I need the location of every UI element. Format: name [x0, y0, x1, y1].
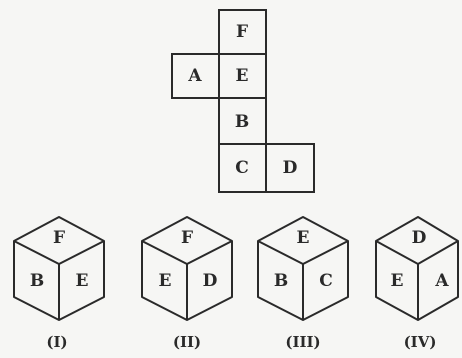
net-face-bottom-right: [265, 143, 315, 193]
cube-4-left-letter: E: [391, 271, 404, 291]
cube-1-left-letter: B: [30, 271, 44, 291]
net-letter-bottom-right: D: [283, 158, 298, 178]
net-letter-left: A: [187, 66, 202, 86]
cube-4-top-letter: D: [412, 228, 427, 248]
net-letter-top: F: [236, 22, 248, 42]
cube-1-top-letter: F: [53, 228, 65, 248]
cube-3: E B C (III): [257, 216, 349, 351]
cube-1-right-letter: E: [76, 271, 89, 291]
cube-2-top-letter: F: [181, 228, 193, 248]
cube-4-right-letter: A: [434, 271, 449, 291]
cube-4-caption: (IV): [404, 333, 437, 351]
cube-2-caption: (II): [173, 333, 201, 351]
cube-3-caption: (III): [285, 333, 320, 351]
cube-2-left-letter: E: [159, 271, 172, 291]
cube-3-top-letter: E: [297, 228, 310, 248]
net-letter-bottom-left: C: [235, 158, 249, 178]
cube-3-right-letter: C: [319, 271, 333, 291]
net-letters: F A E B C D: [187, 22, 297, 178]
cube-3-left-letter: B: [274, 271, 288, 291]
cube-2: F E D (II): [141, 216, 233, 351]
net-letter-middle: B: [235, 112, 249, 132]
net-letter-center: E: [236, 66, 249, 86]
cube-1: F B E (I): [13, 216, 105, 351]
cube-4: D E A (IV): [375, 216, 459, 351]
cube-2-right-letter: D: [203, 271, 218, 291]
cube-net: [171, 9, 315, 193]
cube-1-caption: (I): [46, 333, 67, 351]
